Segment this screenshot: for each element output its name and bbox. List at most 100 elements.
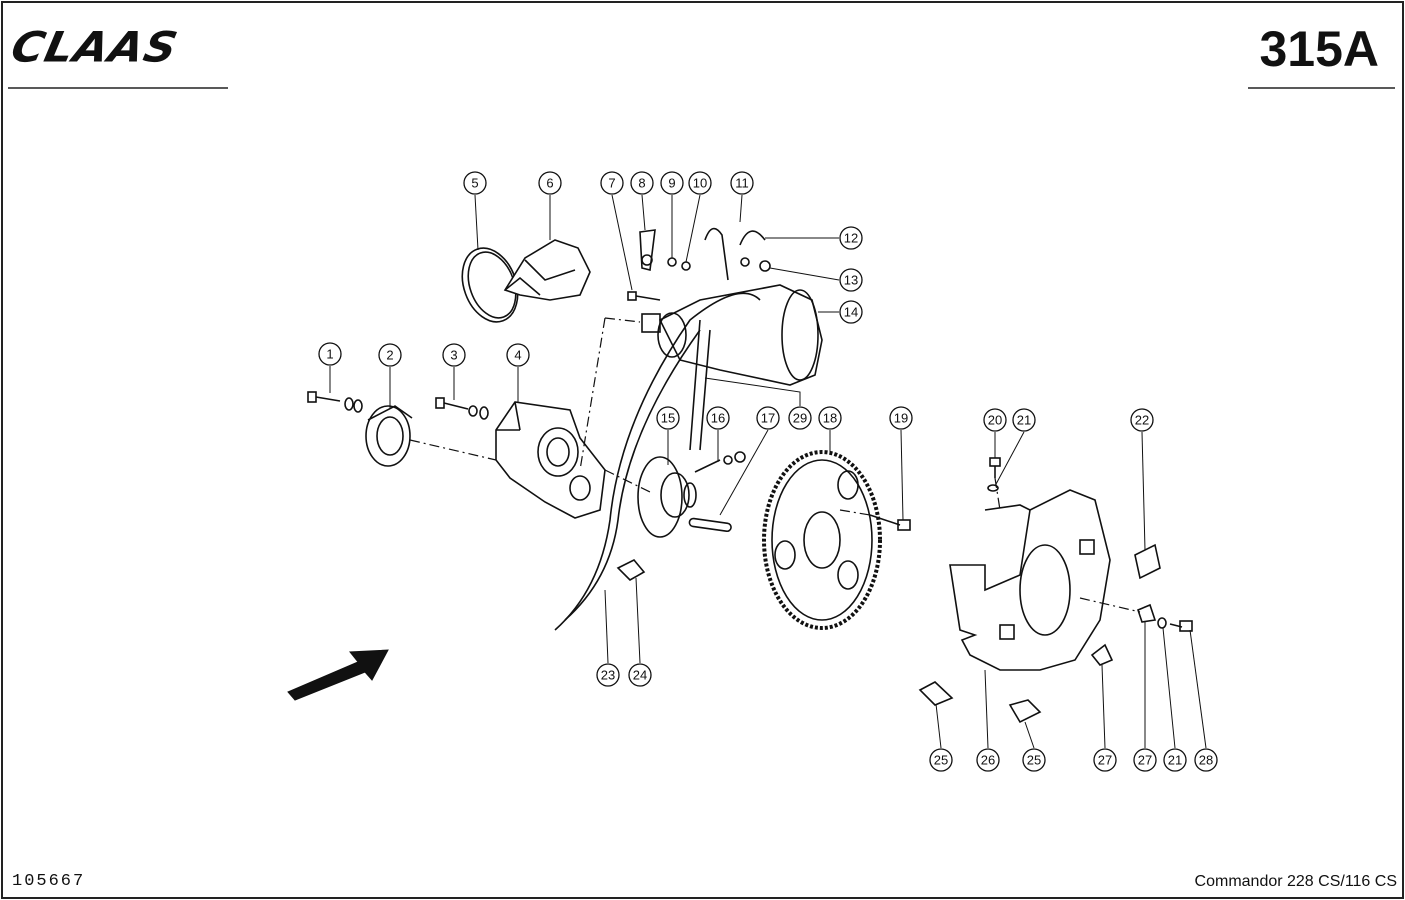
assembly-lines — [409, 317, 1141, 613]
callout-c24: 24 — [628, 663, 652, 687]
callout-c27b: 27 — [1133, 748, 1157, 772]
part-flange-15 — [637, 456, 697, 538]
callout-c16: 16 — [706, 406, 730, 430]
part-housing-4 — [495, 401, 606, 519]
callout-c15: 15 — [656, 406, 680, 430]
callout-label: 15 — [661, 411, 675, 426]
callout-circle — [318, 342, 342, 366]
callout-label: 18 — [823, 411, 837, 426]
callout-label: 7 — [608, 176, 615, 191]
callout-circle — [1093, 748, 1117, 772]
callout-circle — [1012, 408, 1036, 432]
callout-circle — [630, 171, 654, 195]
callout-label: 26 — [981, 753, 995, 768]
part-cable-11 — [704, 227, 766, 281]
part-washer-21b — [1157, 617, 1167, 629]
callout-label: 14 — [844, 305, 858, 320]
part-bolt-7 — [627, 291, 661, 301]
callout-circle — [378, 343, 402, 367]
callout-c20: 20 — [983, 408, 1007, 432]
page-number: 315A — [1259, 21, 1379, 77]
callout-label: 19 — [894, 411, 908, 426]
callout-c13: 13 — [839, 268, 863, 292]
callout-label: 25 — [1027, 753, 1041, 768]
callout-c11: 11 — [730, 171, 754, 195]
part-cover-6 — [503, 239, 591, 301]
callout-circle — [889, 406, 913, 430]
callout-c27a: 27 — [1093, 748, 1117, 772]
callout-label: 9 — [668, 176, 675, 191]
part-shield-26 — [949, 489, 1111, 671]
callout-c7: 7 — [600, 171, 624, 195]
leader-lines — [329, 194, 1207, 749]
callout-circle — [1163, 748, 1187, 772]
callout-label: 1 — [326, 347, 333, 362]
part-bracket-27a — [1090, 643, 1114, 666]
callout-circle — [706, 406, 730, 430]
callout-circle — [756, 406, 780, 430]
callout-circle — [596, 663, 620, 687]
callout-circle — [1194, 748, 1218, 772]
callout-c21a: 21 — [1012, 408, 1036, 432]
callout-c17: 17 — [756, 406, 780, 430]
document-number: 105667 — [12, 872, 86, 891]
part-washer-21 — [987, 484, 999, 492]
callout-c29: 29 — [788, 406, 812, 430]
part-bolt-19 — [869, 514, 911, 531]
part-bracket-25b — [1008, 699, 1042, 724]
callout-c12: 12 — [839, 226, 863, 250]
callout-circle — [983, 408, 1007, 432]
part-nut-9 — [667, 257, 677, 267]
callout-c18: 18 — [818, 406, 842, 430]
callout-label: 8 — [638, 176, 645, 191]
callout-circle — [1130, 408, 1154, 432]
callout-circle — [463, 171, 487, 195]
callout-label: 23 — [601, 668, 615, 683]
part-screw-12 — [740, 257, 750, 267]
callout-circle — [1022, 748, 1046, 772]
part-bolt-1 — [307, 391, 363, 413]
callout-label: 21 — [1168, 753, 1182, 768]
callout-circle — [1133, 748, 1157, 772]
callout-label: 3 — [450, 348, 457, 363]
part-nut-24 — [616, 559, 646, 581]
callout-label: 5 — [471, 176, 478, 191]
part-cable-23 — [554, 292, 761, 631]
callout-label: 12 — [844, 231, 858, 246]
callout-label: 21 — [1017, 413, 1031, 428]
callout-label: 6 — [546, 176, 553, 191]
callout-c4: 4 — [506, 343, 530, 367]
callout-c9: 9 — [660, 171, 684, 195]
callout-c2: 2 — [378, 343, 402, 367]
callout-c10: 10 — [688, 171, 712, 195]
model-designation: Commandor 228 CS/116 CS — [1194, 873, 1397, 890]
callout-c1: 1 — [318, 342, 342, 366]
callout-c23: 23 — [596, 663, 620, 687]
callout-circle — [818, 406, 842, 430]
callout-c25b: 25 — [1022, 748, 1046, 772]
callout-label: 2 — [386, 348, 393, 363]
part-terminal-8 — [639, 229, 656, 271]
callout-label: 20 — [988, 413, 1002, 428]
callout-circle — [976, 748, 1000, 772]
part-bolt-3 — [435, 397, 489, 420]
callout-circle — [506, 343, 530, 367]
part-pin-17 — [688, 517, 732, 533]
callout-circle — [839, 226, 863, 250]
part-bolt-28 — [1169, 620, 1193, 632]
callout-circle — [538, 171, 562, 195]
callout-c21b: 21 — [1163, 748, 1187, 772]
part-cable-29 — [689, 319, 711, 451]
part-bolt-16 — [694, 451, 746, 473]
part-bracket-27b — [1137, 603, 1157, 623]
callout-label: 29 — [793, 411, 807, 426]
callout-label: 27 — [1098, 753, 1112, 768]
callout-c3: 3 — [442, 343, 466, 367]
part-washer-10 — [681, 261, 691, 271]
callout-label: 13 — [844, 273, 858, 288]
part-screw-13 — [759, 260, 771, 272]
